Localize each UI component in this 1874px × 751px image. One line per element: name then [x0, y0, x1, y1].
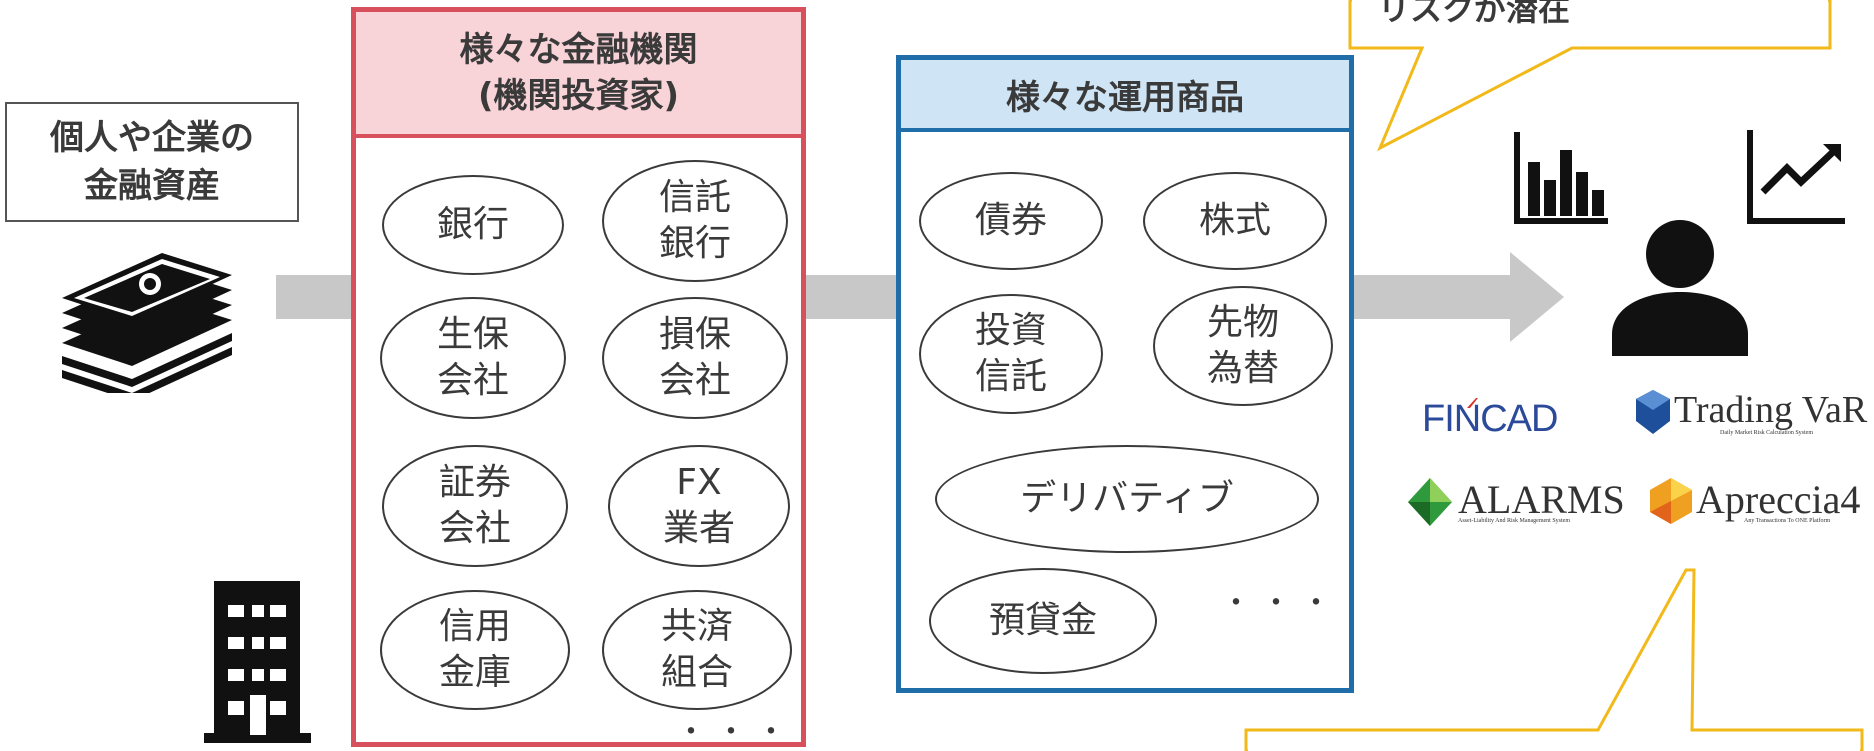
product-bonds: 債券	[919, 172, 1103, 270]
flow-arrow-middle	[806, 275, 898, 319]
alarms-logo: ALARMS	[1458, 477, 1625, 522]
line-chart-icon	[1747, 130, 1845, 224]
top-callout-text: リスクが潜在	[1378, 0, 1571, 28]
alarms-emblem-icon	[1408, 478, 1452, 526]
fincad-logo: FINCAD	[1422, 398, 1558, 440]
product-futures-fx: 先物為替	[1153, 286, 1333, 406]
institutions-header: 様々な金融機関 (機関投資家)	[356, 12, 801, 138]
assets-line2: 金融資産	[84, 166, 220, 206]
trading-var-logo: Trading VaR	[1674, 389, 1868, 431]
flow-arrow-left	[276, 275, 356, 319]
financial-assets-box: 個人や企業の 金融資産	[5, 102, 299, 222]
product-deposits-loans: 預貸金	[929, 568, 1157, 674]
fincad-accent-icon	[1467, 398, 1478, 408]
office-building-icon	[204, 581, 311, 743]
financial-institutions-panel: 様々な金融機関 (機関投資家) 銀行 信託銀行 生保会社 損保会社 証券会社 F…	[351, 7, 806, 750]
person-icon	[1612, 220, 1748, 356]
products-more: ・・・	[1221, 586, 1341, 621]
institutions-title-line1: 様々な金融機関	[459, 30, 698, 70]
product-investment-trust: 投資信託	[919, 294, 1103, 414]
alarms-subtitle: Asset-Liability And Risk Management Syst…	[1458, 518, 1570, 524]
investment-products-panel: 様々な運用商品 債券 株式 投資信託 先物為替 デリバティブ 預貸金 ・・・	[896, 55, 1354, 693]
apreccia-subtitle: Any Transactions To ONE Platform	[1744, 518, 1831, 524]
product-stocks: 株式	[1143, 172, 1327, 270]
trading-var-subtitle: Daily Market Risk Calculation System	[1720, 430, 1813, 436]
institution-trust-bank: 信託銀行	[602, 160, 788, 282]
institutions-more: ・・・	[676, 715, 796, 750]
flow-arrow-right	[1354, 275, 1514, 319]
bottom-callout-shape	[1244, 568, 1864, 751]
bar-chart-icon	[1514, 132, 1608, 224]
institution-bank: 銀行	[382, 175, 564, 275]
assets-line1: 個人や企業の	[50, 118, 254, 158]
institution-life-insurance: 生保会社	[380, 297, 566, 419]
trading-var-emblem-icon	[1636, 390, 1670, 434]
product-derivatives: デリバティブ	[935, 445, 1319, 553]
apreccia-logo: Apreccia4	[1696, 477, 1861, 522]
institutions-title-line2: (機関投資家)	[477, 76, 680, 116]
institution-mutual-aid: 共済組合	[602, 590, 792, 710]
top-callout-shape	[1348, 0, 1832, 152]
money-stack-icon	[62, 253, 232, 393]
institution-credit-union: 信用金庫	[380, 590, 570, 710]
institution-non-life-insurance: 損保会社	[602, 297, 788, 419]
arrow-head-icon	[1510, 252, 1564, 342]
institution-securities: 証券会社	[382, 445, 568, 567]
products-header: 様々な運用商品	[901, 60, 1349, 132]
apreccia-emblem-icon	[1650, 478, 1692, 524]
